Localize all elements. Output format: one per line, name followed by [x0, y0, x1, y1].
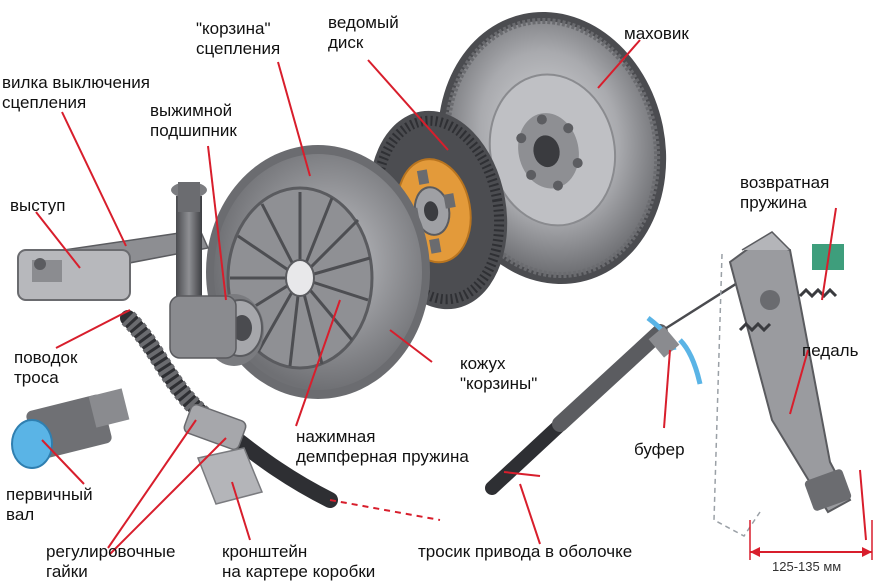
label-damper-spring-line2: демпферная пружина [296, 447, 469, 467]
label-protrusion: выступ [10, 196, 65, 216]
label-cable-lead-line2: троса [14, 368, 77, 388]
label-release-bearing-line2: подшипник [150, 121, 237, 141]
label-driven-disk-line1: ведомый [328, 13, 399, 33]
label-clutch-basket: "корзина" сцепления [196, 19, 280, 59]
label-damper-spring-line1: нажимная [296, 427, 469, 447]
label-clutch-basket-line1: "корзина" [196, 19, 280, 39]
label-release-bearing-line1: выжимной [150, 101, 237, 121]
label-input-shaft: первичный вал [6, 485, 93, 525]
label-drive-cable: тросик привода в оболочке [418, 542, 632, 562]
pedal-travel-dimension [750, 520, 872, 560]
label-bracket-line1: кронштейн [222, 542, 375, 562]
label-pedal-travel: 125-135 мм [772, 557, 841, 577]
label-return-spring: возвратная пружина [740, 173, 829, 213]
label-input-shaft-line1: первичный [6, 485, 93, 505]
label-driven-disk: ведомый диск [328, 13, 399, 53]
label-adjusting-nuts-line1: регулировочные [46, 542, 175, 562]
label-return-spring-line1: возвратная [740, 173, 829, 193]
label-return-spring-line2: пружина [740, 193, 829, 213]
label-pedal-text: педаль [802, 341, 858, 361]
label-clutch-basket-line2: сцепления [196, 39, 280, 59]
label-pedal: педаль [802, 341, 858, 361]
label-flywheel: маховик [624, 24, 689, 44]
label-cover-housing: кожух "корзины" [460, 354, 537, 394]
label-driven-disk-line2: диск [328, 33, 399, 53]
label-damper-spring: нажимная демпферная пружина [296, 427, 469, 467]
label-cover-housing-line1: кожух [460, 354, 537, 374]
label-cable-lead: поводок троса [14, 348, 77, 388]
label-release-fork-line2: сцепления [2, 93, 150, 113]
label-adjusting-nuts-line2: гайки [46, 562, 175, 582]
input-shaft [12, 388, 129, 468]
label-flywheel-text: маховик [624, 24, 689, 44]
release-bearing [170, 294, 264, 366]
label-release-fork-line1: вилка выключения [2, 73, 150, 93]
label-pedal-travel-text: 125-135 мм [772, 557, 841, 577]
label-release-bearing: выжимной подшипник [150, 101, 237, 141]
label-buffer: буфер [634, 440, 685, 460]
label-adjusting-nuts: регулировочные гайки [46, 542, 175, 582]
label-cable-lead-line1: поводок [14, 348, 77, 368]
label-bracket-line2: на картере коробки [222, 562, 375, 582]
label-bracket: кронштейн на картере коробки [222, 542, 375, 582]
clutch-pedal [714, 232, 852, 536]
label-buffer-text: буфер [634, 440, 685, 460]
label-drive-cable-text: тросик привода в оболочке [418, 542, 632, 562]
label-cover-housing-line2: "корзины" [460, 374, 537, 394]
label-release-fork: вилка выключения сцепления [2, 73, 150, 113]
label-protrusion-text: выступ [10, 196, 65, 216]
label-input-shaft-line2: вал [6, 505, 93, 525]
